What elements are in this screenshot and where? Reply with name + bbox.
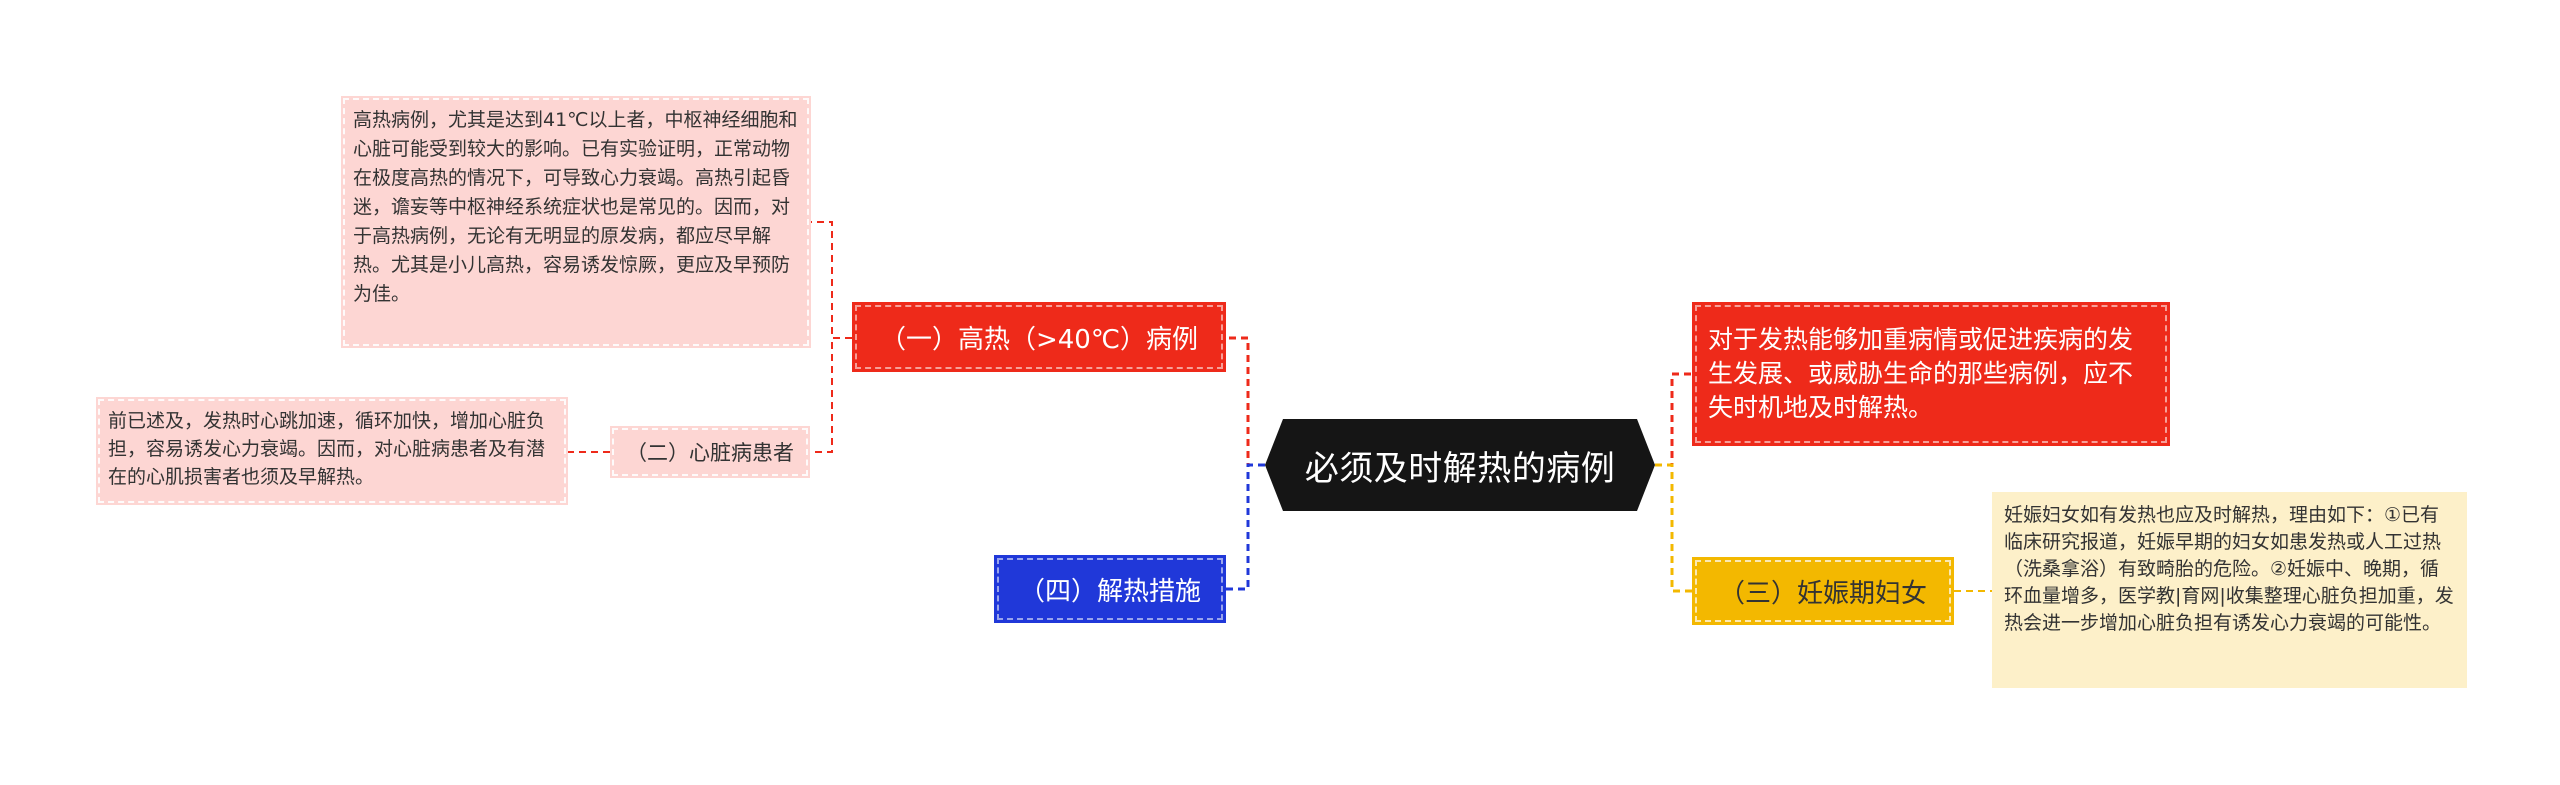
central-topic-label: 必须及时解热的病例 [1304,448,1616,489]
branch-high-fever-label: （一）高热（>40℃）病例 [879,324,1199,355]
subtopic-heart-patients[interactable]: （二）心脏病患者 [610,426,810,478]
branch-intro[interactable]: 对于发热能够加重病情或促进疾病的发生发展、或威胁生命的那些病例，应不失时机地及时… [1692,302,2170,446]
central-topic[interactable]: 必须及时解热的病例 [1265,419,1655,511]
pregnant-women-detail[interactable]: 妊娠妇女如有发热也应及时解热，理由如下：①已有临床研究报道，妊娠早期的妇女如患发… [1992,492,2467,688]
high-fever-detail-text: 高热病例，尤其是达到41℃以上者，中枢神经细胞和心脏可能受到较大的影响。已有实验… [353,109,798,305]
heart-patients-detail[interactable]: 前已述及，发热时心跳加速，循环加快，增加心脏负担，容易诱发心力衰竭。因而，对心脏… [96,397,568,505]
branch-fever-measures-label: （四）解热措施 [1018,576,1201,607]
high-fever-detail[interactable]: 高热病例，尤其是达到41℃以上者，中枢神经细胞和心脏可能受到较大的影响。已有实验… [341,96,811,348]
heart-patients-detail-text: 前已述及，发热时心跳加速，循环加快，增加心脏负担，容易诱发心力衰竭。因而，对心脏… [108,410,546,488]
branch-pregnant-women-label: （三）妊娠期妇女 [1718,578,1927,609]
connector-center-high-fever [1226,336,1265,467]
subtopic-heart-patients-label: （二）心脏病患者 [626,441,794,465]
connector-center-measures [1226,463,1265,591]
branch-fever-measures[interactable]: （四）解热措施 [994,555,1226,623]
connector-center-pregnant [1655,463,1692,593]
connector-high-fever-detail [811,221,852,339]
connector-center-intro [1655,372,1692,467]
branch-pregnant-women[interactable]: （三）妊娠期妇女 [1692,557,1954,625]
pregnant-women-detail-text: 妊娠妇女如有发热也应及时解热，理由如下：①已有临床研究报道，妊娠早期的妇女如患发… [2004,504,2454,634]
branch-intro-text: 对于发热能够加重病情或促进疾病的发生发展、或威胁生命的那些病例，应不失时机地及时… [1708,325,2134,422]
connector-high-fever-heart [810,337,852,453]
branch-high-fever[interactable]: （一）高热（>40℃）病例 [852,302,1226,372]
